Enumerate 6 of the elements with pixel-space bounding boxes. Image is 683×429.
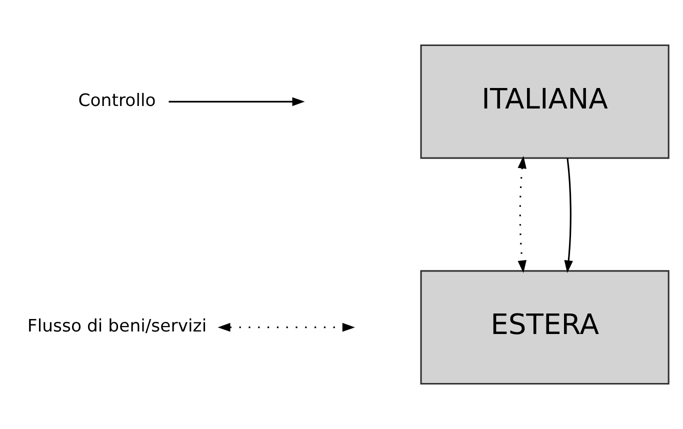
- arrow: [564, 158, 573, 273]
- node-box: ITALIANA: [420, 44, 670, 159]
- arrow: [518, 156, 526, 273]
- legend-label: Controllo: [78, 91, 156, 112]
- legend-label: Flusso di beni/servizi: [27, 316, 207, 337]
- node-box: ESTERA: [420, 270, 670, 385]
